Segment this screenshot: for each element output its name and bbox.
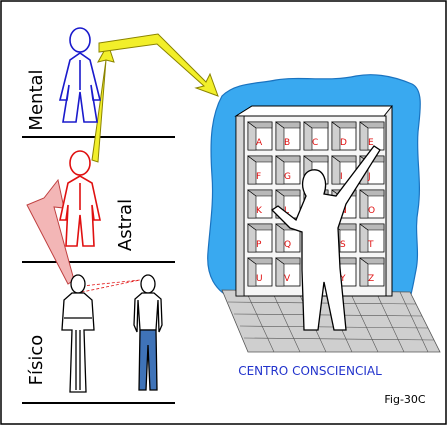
- yellow-arrow-mental-center: [98, 33, 219, 97]
- label-astral: Astral: [115, 199, 136, 251]
- cell-letter: P: [256, 240, 262, 250]
- cabinet-cell: G: [275, 155, 301, 185]
- cell-letter: F: [256, 172, 261, 182]
- figure-id: Fig-30C: [384, 393, 426, 406]
- cabinet-cell: E: [359, 121, 385, 151]
- cell-letter: U: [256, 274, 263, 284]
- cabinet-cell: C: [303, 121, 329, 151]
- cabinet-cell: V: [275, 257, 301, 287]
- cabinet-cell: T: [359, 223, 385, 253]
- physical-body-jeans: [133, 274, 163, 391]
- cell-letter: C: [312, 138, 318, 148]
- physical-body-robed: [61, 274, 95, 393]
- cell-letter: Z: [368, 274, 374, 284]
- cell-letter: Q: [284, 240, 291, 250]
- cell-letter: A: [256, 138, 263, 148]
- cell-letter: I: [340, 172, 343, 182]
- cell-letter: T: [367, 240, 374, 250]
- cabinet-cell: F: [247, 155, 273, 185]
- cell-letter: Y: [339, 274, 346, 284]
- cabinet-cell: Z: [359, 257, 385, 287]
- cabinet-cell: P: [247, 223, 273, 253]
- cabinet-cell: O: [359, 189, 385, 219]
- label-mental: Mental: [26, 69, 47, 130]
- cell-letter: O: [368, 206, 375, 216]
- cabinet-cell: D: [331, 121, 357, 151]
- cell-letter: D: [340, 138, 347, 148]
- center-caption: CENTRO CONSCIENCIAL: [238, 364, 382, 378]
- yellow-arrow-astral-mental: [91, 42, 115, 163]
- cabinet-cell: B: [275, 121, 301, 151]
- cabinet-cell: U: [247, 257, 273, 287]
- mental-body-figure: [58, 27, 102, 123]
- cell-letter: S: [340, 240, 346, 250]
- letter-cabinet: ABCDEFGHIJKLMNOPQRSTUVXYZ: [234, 105, 394, 297]
- red-link-line: [81, 279, 141, 293]
- cell-letter: B: [284, 138, 290, 148]
- label-fisico: Físico: [26, 335, 47, 386]
- observer-figure: [270, 145, 381, 331]
- astral-body-figure: [59, 150, 101, 247]
- cell-letter: K: [256, 206, 263, 216]
- cabinet-cell: A: [247, 121, 273, 151]
- cabinet-cell: K: [247, 189, 273, 219]
- cell-letter: L: [284, 206, 289, 216]
- cell-letter: V: [284, 274, 291, 284]
- cell-letter: E: [368, 138, 374, 148]
- cell-letter: G: [284, 172, 291, 182]
- cell-letter: J: [367, 172, 371, 182]
